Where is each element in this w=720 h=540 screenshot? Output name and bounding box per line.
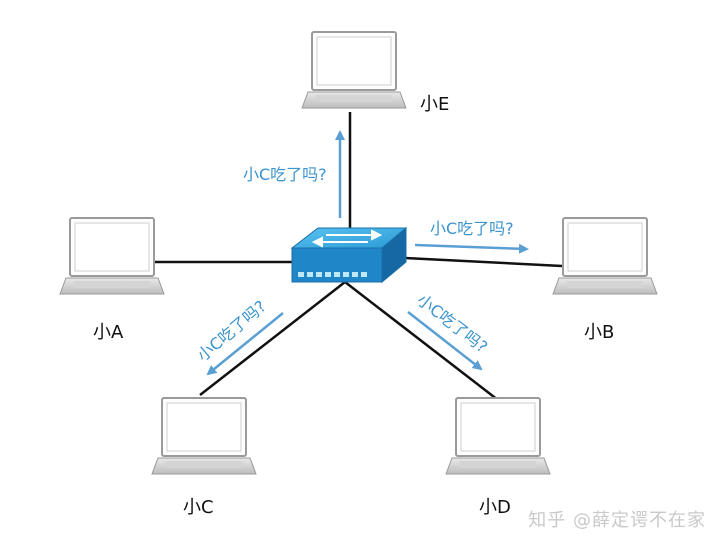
arrow-to-d	[407, 311, 483, 371]
laptop-e-icon	[301, 31, 407, 109]
laptop-c-icon	[151, 397, 257, 475]
watermark: 知乎 @薛定谔不在家	[528, 510, 706, 531]
laptop-d-icon	[445, 397, 551, 475]
node-label-c: 小C	[183, 497, 214, 518]
node-label-a: 小A	[93, 322, 124, 343]
laptop-b-icon	[552, 217, 658, 295]
laptop-a-icon	[59, 217, 165, 295]
message-to-b: 小C吃了吗?	[430, 219, 514, 238]
link-d	[344, 281, 499, 401]
message-arrows	[206, 130, 529, 376]
arrow-to-b	[414, 243, 529, 254]
link-b	[404, 256, 563, 268]
message-to-e: 小C吃了吗?	[243, 165, 327, 184]
node-label-e: 小E	[420, 94, 450, 115]
link-c	[199, 281, 346, 396]
node-label-b: 小B	[584, 322, 615, 343]
node-label-d: 小D	[479, 497, 511, 518]
links	[150, 112, 563, 401]
arrow-to-c	[206, 312, 284, 376]
switch-icon	[290, 226, 408, 284]
